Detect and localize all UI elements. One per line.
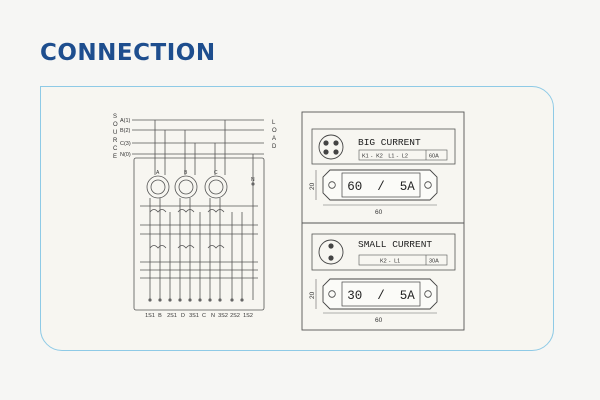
small-current-width: 60 bbox=[375, 317, 383, 324]
ct-label-b: B bbox=[184, 170, 188, 176]
phase-label-b: B(2) bbox=[120, 128, 131, 134]
terminal-label: 2S1 bbox=[167, 313, 177, 319]
load-label: L O A D bbox=[272, 120, 278, 150]
wiring-diagram bbox=[132, 119, 265, 311]
small-current-terminals: K2- L1 bbox=[380, 259, 400, 265]
terminal-label: 3S2 bbox=[218, 313, 228, 319]
source-label: S O U R C E bbox=[113, 114, 119, 160]
big-current-height: 20 bbox=[309, 182, 316, 190]
phase-label-n: N(0) bbox=[120, 152, 131, 158]
big-current-title: BIG CURRENT bbox=[358, 137, 421, 148]
ct-spec-box bbox=[301, 111, 465, 331]
small-current-rating: 30A bbox=[429, 259, 439, 265]
ct-symbol-icon bbox=[318, 239, 344, 265]
small-current-title: SMALL CURRENT bbox=[358, 239, 432, 250]
small-current-plate bbox=[322, 278, 438, 310]
big-current-rating: 60A bbox=[429, 154, 439, 160]
terminal-label: 1S2 bbox=[243, 313, 253, 319]
ct-label-n: N bbox=[251, 177, 255, 183]
terminal-label: N bbox=[211, 313, 215, 319]
meter-enclosure bbox=[133, 157, 265, 311]
terminal-labels: 1S1 B 2S1 D 3S1 C N 3S2 2S2 1S2 bbox=[145, 313, 253, 319]
phase-label-c: C(3) bbox=[120, 141, 131, 147]
diagram-panel bbox=[40, 86, 554, 351]
terminal-label: 1S1 bbox=[145, 313, 155, 319]
terminal-label: 2S2 bbox=[230, 313, 240, 319]
ct-symbol-icon bbox=[318, 134, 344, 160]
big-current-display: 60 / 5A bbox=[347, 180, 415, 194]
ct-label-a: A bbox=[156, 170, 160, 176]
ct-label-c: C bbox=[214, 170, 218, 176]
small-current-height: 20 bbox=[309, 291, 316, 299]
terminal-label: 3S1 bbox=[189, 313, 199, 319]
terminal-label: D bbox=[181, 313, 185, 319]
small-current-section: SMALL CURRENT K2- L1 30A 30 / 5A 20 60 bbox=[309, 233, 456, 324]
big-current-width: 60 bbox=[375, 209, 383, 216]
big-current-terminals: K1- K2 L1- L2 bbox=[362, 154, 408, 160]
phase-label-a: A(1) bbox=[120, 118, 131, 124]
small-current-display: 30 / 5A bbox=[347, 289, 415, 303]
terminal-dots bbox=[148, 182, 255, 302]
page-title: CONNECTION bbox=[40, 40, 216, 66]
terminal-label: B bbox=[158, 313, 162, 319]
terminal-label: C bbox=[202, 313, 206, 319]
big-current-plate bbox=[322, 169, 438, 201]
big-current-section: BIG CURRENT K1- K2 L1- L2 60A 60 / 5A 20… bbox=[309, 128, 456, 216]
